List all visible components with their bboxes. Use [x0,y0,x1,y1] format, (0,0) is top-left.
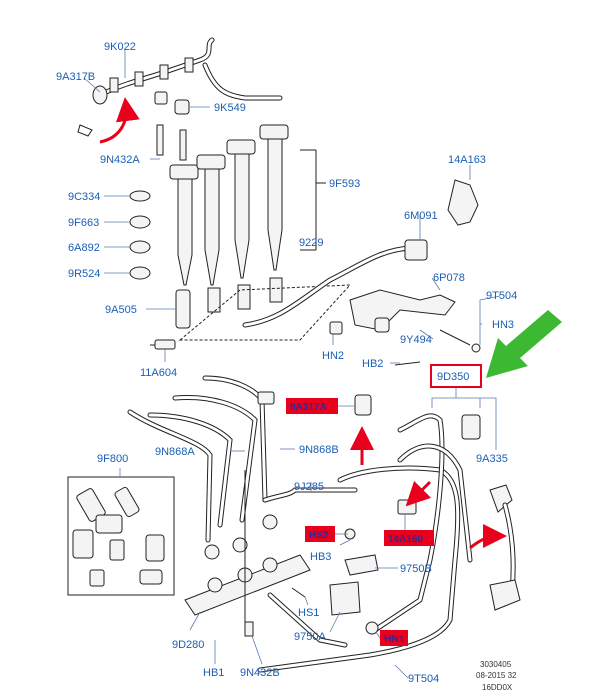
callout-box-9d350 [430,364,482,388]
label-11a604: 11A604 [140,367,177,379]
label-9n432b: 9N432B [240,667,280,679]
highlight-9a317a-bg [286,398,338,414]
label-9k022: 9K022 [104,41,136,53]
highlight-9a317a: 9A317A [290,402,327,413]
part-labels: 9K022 9A317B 9K549 9N432A 9C334 9F663 6A… [56,41,517,685]
highlight-hn1: HN1 [384,634,404,645]
label-9f593: 9F593 [329,178,360,190]
highlight-hn1-bg [380,630,408,646]
label-6m091: 6M091 [404,210,438,222]
green-arrow [486,310,562,378]
leader-lines [83,50,501,679]
label-9f800: 9F800 [97,453,128,465]
cam-sensor-drawing [489,484,521,611]
label-9d280: 9D280 [172,639,204,651]
highlight-hs2: HS2 [309,530,329,541]
label-9d350: 9D350 [437,371,469,383]
label-9a335: 9A335 [476,453,508,465]
fuel-return-line-drawing [77,37,283,137]
label-9n868a: 9N868A [155,446,195,458]
label-9n868b: 9N868B [299,444,339,456]
highlight-hs2-bg [305,526,335,542]
footer-line2: 08-2015 32 [476,671,517,680]
label-9229: 9229 [299,237,323,249]
harness-and-bracket-drawing [242,179,481,366]
injectors-drawing [150,124,352,350]
footer-reference: 3030405 08-2015 32 16DD0X [476,660,517,692]
label-9750b: 9750B [400,563,432,575]
label-hs1: HS1 [298,607,319,619]
label-9750a: 9750A [294,631,326,643]
highlight-14a160-bg [384,530,434,546]
red-arrow-sensor [469,524,507,550]
label-9c334: 9C334 [68,191,100,203]
label-9k549: 9K549 [214,102,246,114]
label-9j285: 9J285 [294,481,324,493]
red-arrow-14a160 [405,480,432,507]
label-9t504-top: 9T504 [486,290,517,302]
label-hb1: HB1 [203,667,224,679]
label-hb2: HB2 [362,358,383,370]
footer-line3: 16DD0X [482,683,513,692]
highlighted-labels: 9A317A HS2 14A160 HN1 [286,398,434,646]
label-14a163: 14A163 [448,154,486,166]
label-9y494: 9Y494 [400,334,432,346]
label-hn2: HN2 [322,350,344,362]
label-hb3: HB3 [310,551,331,563]
label-9a317b: 9A317B [56,71,95,83]
fuel-rail-and-lines-drawing [184,394,481,673]
high-pressure-pipes-drawing [127,375,275,543]
label-6p078: 6P078 [433,272,465,284]
red-arrow-top [99,97,140,144]
label-9t504-bottom: 9T504 [408,673,439,685]
kit-contents-drawing [72,486,165,587]
label-9r524: 9R524 [68,268,100,280]
label-9a505: 9A505 [105,304,137,316]
label-9f663: 9F663 [68,217,99,229]
highlight-14a160: 14A160 [388,534,423,545]
label-6a892: 6A892 [68,242,100,254]
footer-line1: 3030405 [480,660,512,669]
label-hn3: HN3 [492,319,514,331]
label-9n432a: 9N432A [100,154,140,166]
